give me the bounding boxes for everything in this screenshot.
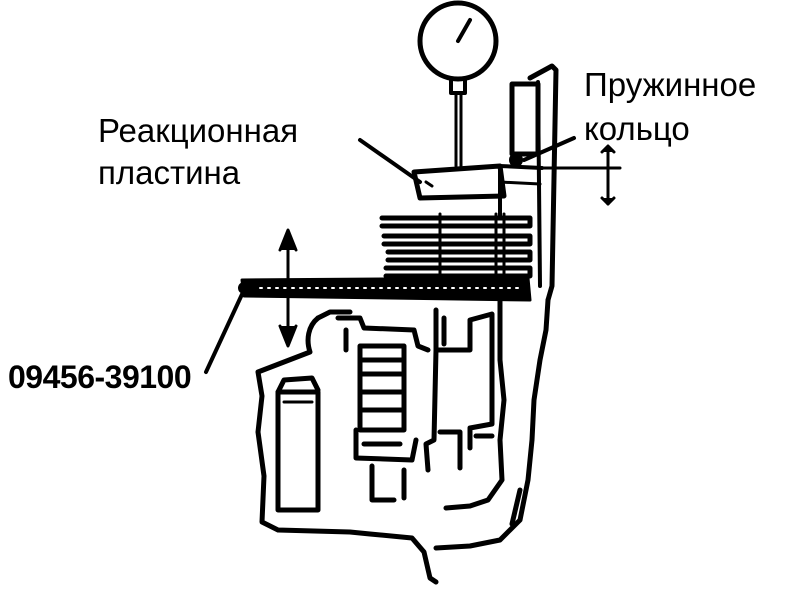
movement-arrow-snapring <box>538 144 622 206</box>
snap-ring-mark <box>509 153 523 167</box>
special-tool-bar <box>238 276 532 302</box>
tool-number-label: 09456-39100 <box>8 359 192 395</box>
movement-arrow-tool <box>278 228 298 348</box>
leader-lines <box>204 136 576 374</box>
accumulator <box>275 375 321 513</box>
reaction-plate-label-line-2: пластина <box>98 154 241 191</box>
piston-assembly <box>335 307 495 473</box>
snap-ring-label-line-2: кольцо <box>584 110 690 147</box>
snap-ring-label-line-1: Пружинное <box>584 66 757 103</box>
housing-wall <box>498 63 559 303</box>
lower-housing <box>255 289 551 585</box>
reaction-plate-label-line-1: Реакционная <box>98 112 299 149</box>
reaction-plate-block <box>411 163 507 201</box>
dial-gauge <box>417 0 499 168</box>
clutch-pack <box>379 212 533 284</box>
